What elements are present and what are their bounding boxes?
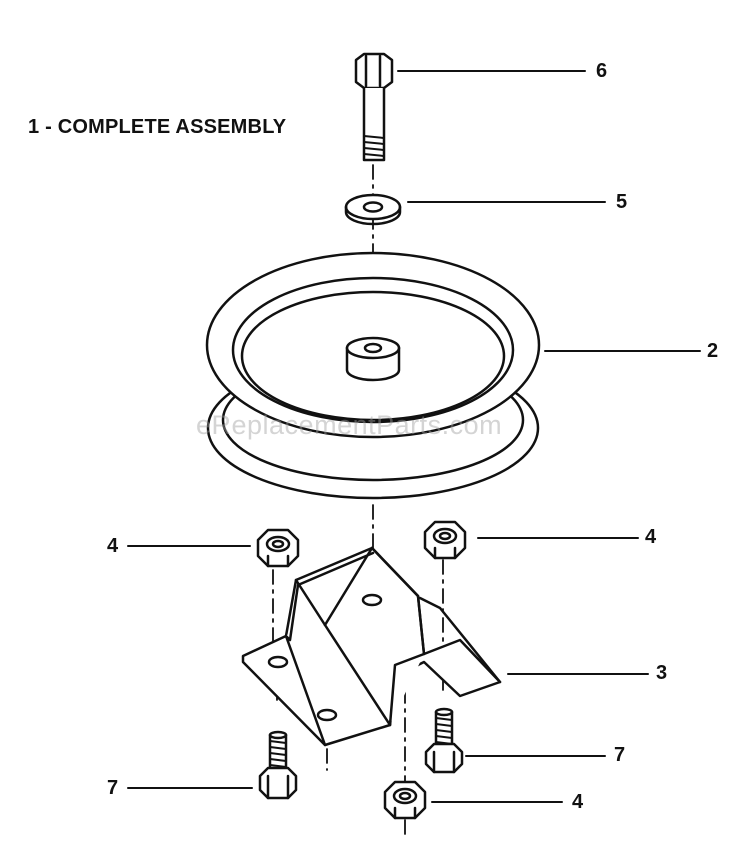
callout-6-bolt: 6 — [596, 60, 608, 82]
callout-4-nut-right: 4 — [645, 526, 657, 548]
callout-7-bolt-right: 7 — [614, 744, 626, 766]
callout-2-pulley: 2 — [707, 340, 719, 362]
hex-bolt-top — [354, 52, 394, 162]
v-belt-pulley — [205, 251, 541, 500]
callout-5-washer: 5 — [616, 191, 628, 213]
hex-bolt-left — [258, 730, 298, 800]
leader-lines — [127, 70, 701, 803]
watermark-text: eReplacementParts.com — [196, 410, 503, 440]
mounting-bracket — [241, 546, 502, 747]
callout-4-nut-left: 4 — [107, 535, 119, 557]
hex-nut-left — [256, 528, 300, 568]
hex-bolt-right — [424, 707, 464, 774]
callout-3-bracket: 3 — [656, 662, 668, 684]
callout-4-nut-bottom: 4 — [572, 791, 584, 813]
hex-nut-bottom — [383, 780, 427, 820]
hex-nut-right — [423, 520, 467, 560]
flat-washer — [344, 193, 402, 226]
assembly-title: 1 - COMPLETE ASSEMBLY — [28, 116, 287, 138]
callout-7-bolt-left: 7 — [107, 777, 119, 799]
